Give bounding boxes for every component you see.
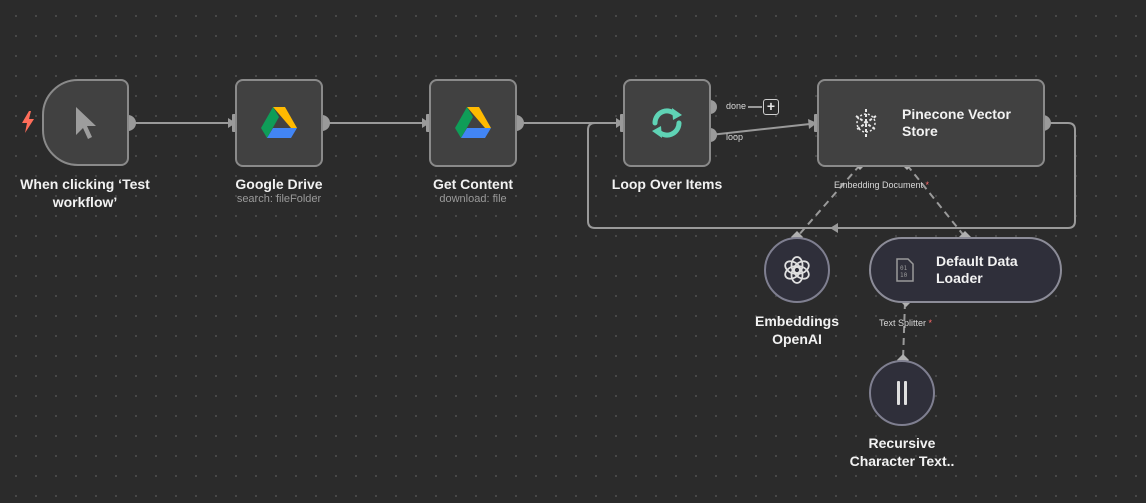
node-title-loop: Loop Over Items xyxy=(611,176,723,192)
required-marker: * xyxy=(928,318,933,328)
input-label-document-text: Document xyxy=(882,180,924,190)
google-drive-icon xyxy=(455,107,491,138)
edge-embeddings-pinecone[interactable] xyxy=(796,164,861,238)
output-label-done: done xyxy=(726,101,747,111)
openai-icon xyxy=(784,256,810,284)
google-drive-icon xyxy=(261,107,297,138)
node-title-splitter: Recursive Character Text.. xyxy=(849,435,955,469)
output-label-loop: loop xyxy=(726,132,744,142)
edge-loop-pinecone[interactable] xyxy=(709,123,811,136)
lightning-bolt-icon xyxy=(22,111,34,133)
document-binary-icon: 01 10 xyxy=(896,258,914,282)
node-title-trigger: When clicking ‘Test workflow’ xyxy=(20,176,150,210)
split-bars-icon xyxy=(897,381,907,405)
add-node-button[interactable]: + xyxy=(763,99,779,115)
input-label-embedding: Embedding* xyxy=(834,180,880,190)
node-manual-trigger[interactable] xyxy=(42,79,129,166)
node-google-drive[interactable] xyxy=(235,79,323,167)
edge-splitter-loader[interactable] xyxy=(902,301,906,361)
svg-text:10: 10 xyxy=(900,272,908,279)
node-title-pinecone: Pinecone Vector Store xyxy=(902,106,1011,139)
pinecone-icon xyxy=(855,109,877,137)
edge-arrow xyxy=(808,119,817,129)
node-title-google-drive: Google Drive xyxy=(235,176,323,192)
input-label-embedding-text: Embedding xyxy=(834,180,880,190)
node-subtitle-get-content: download: file xyxy=(439,193,507,205)
input-label-text-splitter-text: Text Splitter xyxy=(879,318,927,328)
edge-arrow xyxy=(830,223,838,233)
cursor-pointer-icon xyxy=(75,106,96,139)
node-loop-over-items[interactable] xyxy=(623,79,711,167)
required-marker: * xyxy=(925,180,930,190)
input-label-document: Document * xyxy=(882,180,929,190)
svg-text:01: 01 xyxy=(900,265,908,272)
edge-loader-pinecone[interactable] xyxy=(906,164,966,238)
refresh-loop-icon xyxy=(652,108,682,138)
node-title-embeddings: Embeddings OpenAI xyxy=(754,313,839,347)
node-title-data-loader: Default Data Loader xyxy=(936,253,1018,286)
node-subtitle-google-drive: search: fileFolder xyxy=(236,193,322,205)
input-label-text-splitter: Text Splitter * xyxy=(879,318,932,328)
node-get-content[interactable] xyxy=(429,79,517,167)
node-default-data-loader[interactable]: 01 10 Default Data Loader xyxy=(869,237,1062,303)
node-embeddings-openai[interactable] xyxy=(764,237,830,303)
node-pinecone-vector-store[interactable]: Pinecone Vector Store xyxy=(817,79,1045,167)
node-recursive-character-text-splitter[interactable] xyxy=(869,360,935,426)
node-title-get-content: Get Content xyxy=(432,176,514,192)
